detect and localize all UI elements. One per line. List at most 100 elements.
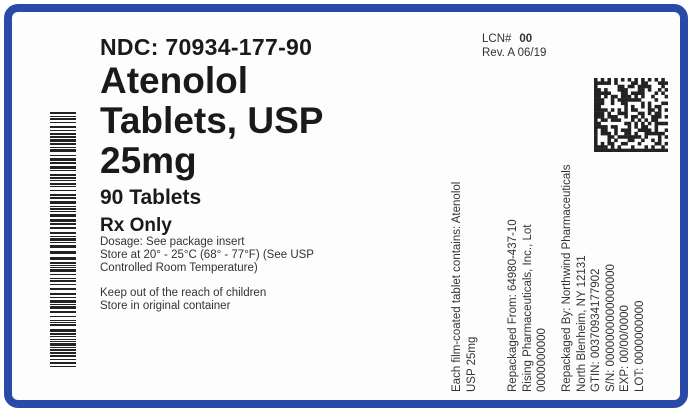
datamatrix-cell xyxy=(647,111,652,116)
datamatrix-cell xyxy=(607,115,612,119)
datamatrix-cell xyxy=(641,91,645,96)
datamatrix-cell xyxy=(594,98,598,102)
datamatrix-cell xyxy=(664,101,669,106)
datamatrix-cell xyxy=(661,84,665,89)
datamatrix-cell xyxy=(654,111,659,116)
datamatrix-cell xyxy=(624,135,628,139)
datamatrix-cell xyxy=(604,108,608,112)
datamatrix-cell xyxy=(654,141,659,146)
storage-text-line1: Store at 20° - 25°C (68° - 77°F) (See US… xyxy=(100,249,314,261)
barcode-bar xyxy=(50,170,76,171)
datamatrix-cell xyxy=(600,91,605,96)
datamatrix-cell xyxy=(620,141,625,146)
datamatrix-cell xyxy=(631,91,635,96)
datamatrix-cell xyxy=(607,91,612,96)
revision-block: LCN#00 Rev. A 06/19 xyxy=(482,32,546,60)
datamatrix-cell xyxy=(641,128,645,133)
datamatrix-cell xyxy=(641,115,645,119)
datamatrix-cell xyxy=(610,101,615,106)
datamatrix-cell xyxy=(641,84,645,89)
datamatrix-cell xyxy=(597,81,601,85)
barcode-bar xyxy=(50,355,76,357)
datamatrix-cell xyxy=(634,98,638,102)
datamatrix-cell xyxy=(620,94,625,99)
datamatrix-cell xyxy=(647,84,652,89)
lot-text: LOT: 0000000000 xyxy=(633,300,646,392)
datamatrix-cell xyxy=(647,131,652,136)
datamatrix-cell xyxy=(620,128,625,133)
datamatrix-cell xyxy=(627,84,632,89)
datamatrix-cell xyxy=(647,88,652,92)
datamatrix-cell xyxy=(600,128,605,133)
datamatrix-cell xyxy=(664,88,669,92)
datamatrix-cell xyxy=(641,101,645,106)
barcode-bar xyxy=(50,122,76,123)
contents-line1: Each film-coated tablet contains: Atenol… xyxy=(451,181,463,392)
datamatrix-cell xyxy=(597,121,601,126)
datamatrix-cell xyxy=(620,91,625,96)
datamatrix-cell xyxy=(631,84,635,89)
repack-from-line1: Repackaged From: 64980-437-10 xyxy=(507,219,519,392)
barcode-bar xyxy=(50,300,76,303)
datamatrix-cell xyxy=(600,131,605,136)
datamatrix-cell xyxy=(597,101,601,106)
datamatrix-cell xyxy=(627,94,632,99)
barcode-bar xyxy=(50,219,76,222)
datamatrix-cell xyxy=(664,108,669,112)
datamatrix-cell xyxy=(624,115,628,119)
drug-name-line1: Atenolol xyxy=(100,60,248,101)
datamatrix-cell xyxy=(620,148,625,153)
barcode-bar xyxy=(50,359,76,360)
datamatrix-cell xyxy=(644,84,649,89)
datamatrix-cell xyxy=(624,128,628,133)
barcode-bar xyxy=(50,180,76,181)
datamatrix-cell xyxy=(624,108,628,112)
datamatrix-cell xyxy=(651,131,655,136)
datamatrix-cell xyxy=(654,104,659,109)
datamatrix-cell xyxy=(597,98,601,102)
datamatrix-cell xyxy=(641,78,645,82)
datamatrix-cell xyxy=(651,145,655,149)
datamatrix-cell xyxy=(594,104,598,109)
datamatrix-cell xyxy=(597,108,601,112)
barcode-bar xyxy=(50,362,76,364)
datamatrix-cell xyxy=(617,84,622,89)
barcode-bar xyxy=(50,341,76,342)
revision-text: Rev. A 06/19 xyxy=(482,47,547,59)
datamatrix-cell xyxy=(641,111,645,116)
datamatrix-cell xyxy=(644,148,649,153)
datamatrix-cell xyxy=(597,91,601,96)
barcode-bar xyxy=(50,208,76,210)
datamatrix-cell xyxy=(641,121,645,126)
expiry-text: EXP: 00/00/0000 xyxy=(619,305,631,392)
barcode-bar xyxy=(50,130,76,131)
datamatrix-cell xyxy=(641,148,645,153)
datamatrix-cell xyxy=(657,131,662,136)
datamatrix-cell xyxy=(594,131,598,136)
datamatrix-cell xyxy=(657,108,662,112)
datamatrix-cell xyxy=(594,148,598,153)
datamatrix-cell xyxy=(610,94,615,99)
datamatrix-cell xyxy=(610,98,615,102)
warning-container: Store in original container xyxy=(100,300,231,312)
repack-from-line2: Rising Pharmaceuticals, Inc., Lot xyxy=(521,224,534,392)
barcode-bar xyxy=(50,126,76,128)
datamatrix-cell xyxy=(604,148,608,153)
datamatrix-cell xyxy=(610,125,615,129)
datamatrix-cell xyxy=(637,135,642,139)
barcode-bar xyxy=(50,197,76,199)
datamatrix-cell xyxy=(657,88,662,92)
datamatrix-cell xyxy=(637,111,642,116)
barcode-bar xyxy=(50,211,76,212)
barcode-bar xyxy=(50,347,76,348)
datamatrix-cell xyxy=(607,141,612,146)
datamatrix-cell xyxy=(664,115,669,119)
barcode-bar xyxy=(50,265,76,266)
datamatrix-cell xyxy=(634,94,638,99)
datamatrix-cell xyxy=(604,128,608,133)
datamatrix-cell xyxy=(594,141,598,146)
datamatrix-cell xyxy=(614,131,618,136)
datamatrix-cell xyxy=(607,78,612,82)
datamatrix-cell xyxy=(594,138,598,143)
datamatrix-cell xyxy=(594,115,598,119)
